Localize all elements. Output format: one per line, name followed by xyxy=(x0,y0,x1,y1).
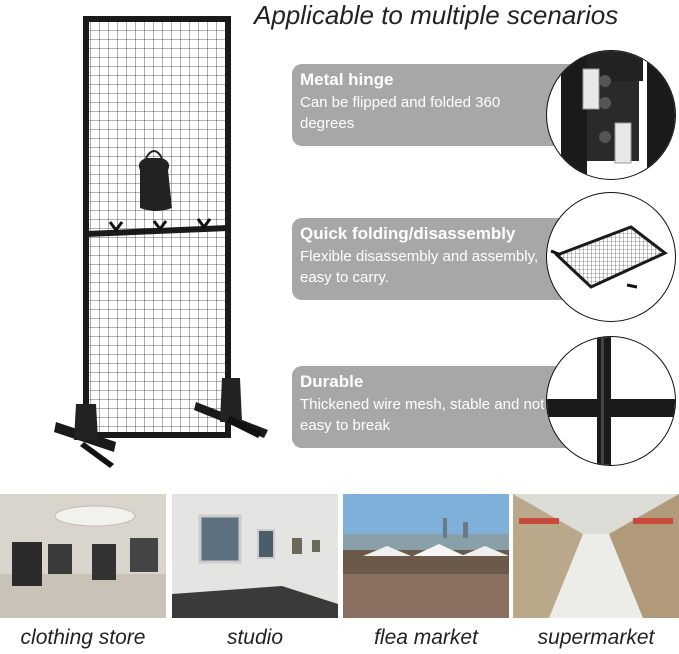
feature-description: Thickened wire mesh, stable and not easy… xyxy=(300,396,545,434)
feature-metal-hinge: Metal hinge Can be flipped and folded 36… xyxy=(292,64,592,146)
scenario-label: clothing store xyxy=(20,626,146,649)
feature-title: Durable xyxy=(300,372,364,391)
hinge-closeup-icon xyxy=(546,50,676,180)
feature-title: Quick folding/disassembly xyxy=(300,224,516,243)
headline: Applicable to multiple scenarios xyxy=(254,0,619,30)
scenario-label: studio xyxy=(226,626,284,649)
scenario-label: flea market xyxy=(374,626,478,649)
flea-market-photo xyxy=(343,494,509,618)
tube-joint-closeup-icon xyxy=(546,336,676,466)
scenario-label: supermarket xyxy=(537,626,655,649)
studio-photo xyxy=(172,494,338,618)
clothing-store-photo xyxy=(0,494,166,618)
feature-durable: Durable Thickened wire mesh, stable and … xyxy=(292,366,592,448)
grid-panel-illustration xyxy=(54,16,268,468)
feature-title: Metal hinge xyxy=(300,70,394,89)
feature-quick-folding: Quick folding/disassembly Flexible disas… xyxy=(292,218,592,300)
grid-panel-closeup-icon xyxy=(546,192,676,322)
grid-panel-product-image xyxy=(36,12,286,472)
feature-description: Can be flipped and folded 360 degrees xyxy=(300,94,501,132)
supermarket-photo xyxy=(513,494,679,618)
feature-description: Flexible disassembly and assembly, easy … xyxy=(300,248,539,286)
